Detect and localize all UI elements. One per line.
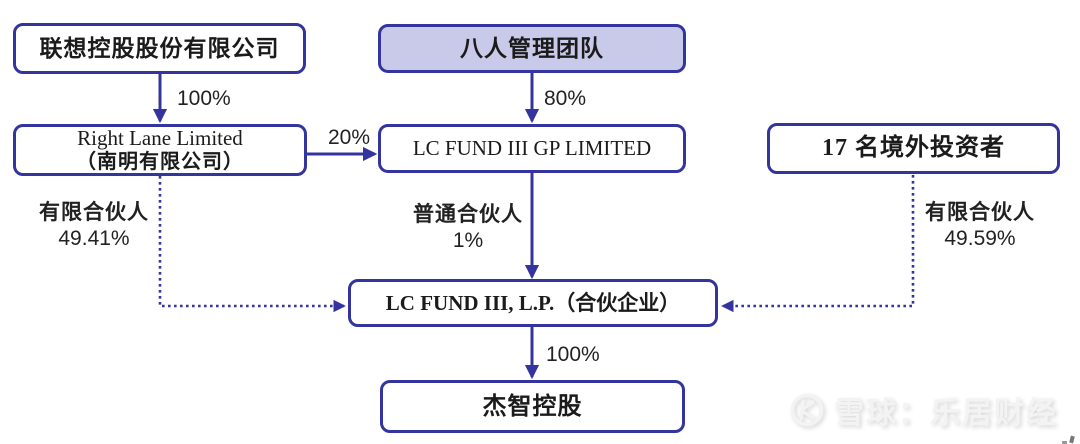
node-lenovo-holdings: 联想控股股份有限公司 xyxy=(13,23,306,74)
role-label-gp-lp-role: 普通合伙人 xyxy=(413,203,523,226)
node-right-lane: Right Lane Limited （南明有限公司） xyxy=(13,124,307,176)
dotted-arrow-investors-to-lp xyxy=(721,175,915,313)
node-lc-fund-gp: LC FUND III GP LIMITED xyxy=(378,124,686,173)
edge-label-lp-jiezhi-pct: 100% xyxy=(546,343,600,366)
role-label-rightlane-lp-pct: 49.41% xyxy=(58,227,130,250)
edge-label-rightlane-gp-pct: 20% xyxy=(328,126,371,149)
corner-artifact-dot xyxy=(1062,441,1067,444)
node-right-lane-cn-name: （南明有限公司） xyxy=(76,150,244,173)
node-jiezhi-holdings-label: 杰智控股 xyxy=(482,392,583,420)
watermark: 雪球：乐居财经 xyxy=(789,388,1058,432)
role-label-investors-lp-pct: 49.59% xyxy=(944,227,1016,250)
node-management-team: 八人管理团队 xyxy=(378,24,686,73)
node-lenovo-holdings-label: 联想控股股份有限公司 xyxy=(39,35,280,62)
edge-label-team-gp-pct: 80% xyxy=(544,87,587,110)
dotted-arrow-rightlane-to-lp xyxy=(158,176,346,313)
node-overseas-investors-label: 17 名境外投资者 xyxy=(822,134,1005,161)
node-right-lane-name: Right Lane Limited xyxy=(77,126,243,151)
node-management-team-label: 八人管理团队 xyxy=(460,35,604,62)
role-label-investors-lp: 有限合伙人 49.59% xyxy=(910,200,1050,252)
role-label-rightlane-lp: 有限合伙人 49.41% xyxy=(24,200,164,252)
role-label-gp-lp: 普通合伙人 1% xyxy=(398,202,538,254)
xueqiu-logo-icon xyxy=(790,393,824,427)
watermark-text: 雪球：乐居财经 xyxy=(834,397,1058,430)
role-label-gp-lp-pct: 1% xyxy=(452,229,484,252)
node-overseas-investors: 17 名境外投资者 xyxy=(767,123,1060,174)
node-lc-fund-lp: LC FUND III, L.P.（合伙企业） xyxy=(348,279,718,327)
node-jiezhi-holdings: 杰智控股 xyxy=(380,380,685,433)
corner-artifact xyxy=(1069,435,1075,444)
role-label-rightlane-lp-role: 有限合伙人 xyxy=(39,201,149,224)
node-lc-fund-gp-label: LC FUND III GP LIMITED xyxy=(412,136,652,161)
role-label-investors-lp-role: 有限合伙人 xyxy=(925,201,1035,224)
edge-label-lenovo-rightlane-pct: 100% xyxy=(177,87,231,110)
node-lc-fund-lp-label: LC FUND III, L.P.（合伙企业） xyxy=(385,290,681,315)
